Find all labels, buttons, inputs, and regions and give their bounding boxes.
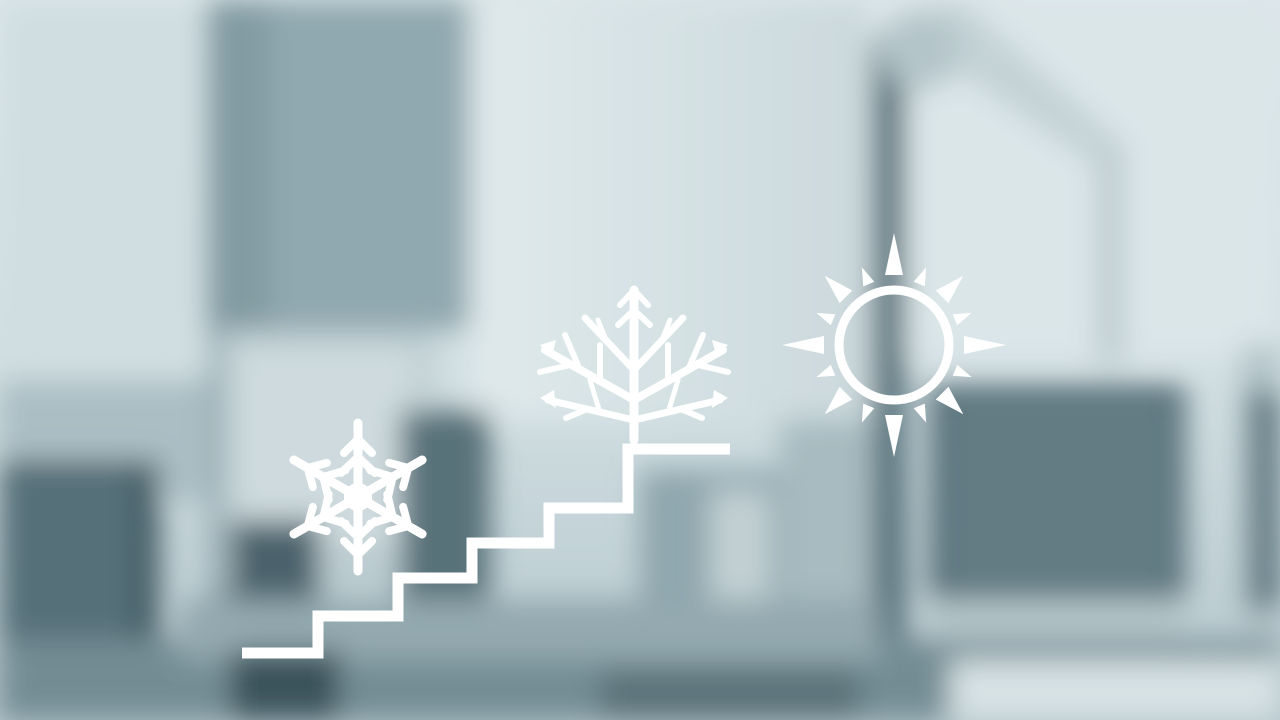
bare-tree-icon	[537, 285, 731, 445]
staircase-icon	[242, 443, 730, 659]
sun-icon	[782, 233, 1006, 457]
snowflake-icon	[285, 418, 430, 571]
